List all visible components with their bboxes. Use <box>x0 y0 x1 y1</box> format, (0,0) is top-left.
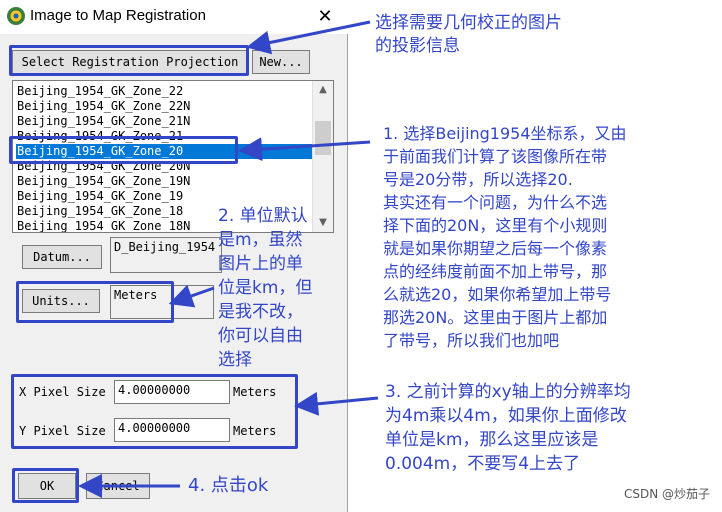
highlight-ok-button <box>12 468 79 503</box>
highlight-selected-item <box>9 136 238 164</box>
select-registration-projection-label: Select Registration Projection <box>12 50 248 74</box>
list-item[interactable]: Beijing_1954_GK_Zone_21N <box>17 114 191 128</box>
annotation-select-zone: 1. 选择Beijing1954坐标系，又由 于前面我们计算了该图像所在带 号是… <box>383 124 627 350</box>
list-item[interactable]: Beijing_1954_GK_Zone_22 <box>17 84 184 98</box>
list-item[interactable]: Beijing_1954_GK_Zone_22N <box>17 99 191 113</box>
annotation-click-ok: 4. 点击ok <box>188 475 269 496</box>
list-item[interactable]: Beijing_1954_GK_Zone_18N <box>17 219 191 233</box>
datum-button[interactable]: Datum... <box>22 245 102 269</box>
arrow-to-selected-item <box>238 137 371 162</box>
arrow-to-units <box>168 284 215 308</box>
envi-globe-icon <box>7 7 25 25</box>
projection-list[interactable]: Beijing_1954_GK_Zone_22 Beijing_1954_GK_… <box>12 80 334 233</box>
datum-value-field: D_Beijing_1954 <box>110 237 222 273</box>
new-projection-button[interactable]: New... <box>252 50 310 74</box>
list-item[interactable]: Beijing_1954_GK_Zone_18 <box>17 204 184 218</box>
list-item[interactable]: Beijing_1954_GK_Zone_19 <box>17 189 184 203</box>
list-item[interactable]: Beijing_1954_GK_Zone_19N <box>17 174 191 188</box>
list-scrollbar[interactable]: ▲ ▼ <box>312 81 333 232</box>
annotation-units: 2. 单位默认 是m，虽然 图片上的单 位是km，但 是我不改， 你可以自由 选… <box>218 206 313 370</box>
units-button[interactable]: Units... <box>22 289 100 313</box>
y-pixel-size-label: Y Pixel Size <box>19 424 106 438</box>
close-button[interactable]: ✕ <box>317 6 333 27</box>
annotation-projection: 选择需要几何校正的图片 的投影信息 <box>375 13 562 56</box>
arrow-to-projection-label <box>246 20 371 55</box>
ok-button[interactable]: OK <box>18 473 76 499</box>
window-title: Image to Map Registration <box>30 7 206 24</box>
scroll-up-arrow-icon[interactable]: ▲ <box>319 84 327 95</box>
y-pixel-unit-label: Meters <box>233 424 277 438</box>
y-pixel-size-input[interactable]: 4.00000000 <box>114 418 230 442</box>
highlight-projection-label <box>9 45 249 76</box>
x-pixel-unit-label: Meters <box>233 385 277 399</box>
arrow-to-pixel-size <box>294 391 379 416</box>
scroll-down-arrow-icon[interactable]: ▼ <box>319 217 327 228</box>
x-pixel-size-input[interactable]: 4.00000000 <box>114 380 230 404</box>
annotation-pixel-size: 3. 之前计算的xy轴上的分辨率均 为4m乘以4m，如果你上面修改 单位是km，… <box>385 382 631 474</box>
watermark: CSDN @炒茄子 <box>623 487 710 501</box>
title-bar: Image to Map Registration ✕ <box>0 0 348 34</box>
units-value-field: Meters <box>110 285 214 319</box>
x-pixel-size-label: X Pixel Size <box>19 385 106 399</box>
registration-dialog: Image to Map Registration ✕ Select Regis… <box>0 0 348 512</box>
